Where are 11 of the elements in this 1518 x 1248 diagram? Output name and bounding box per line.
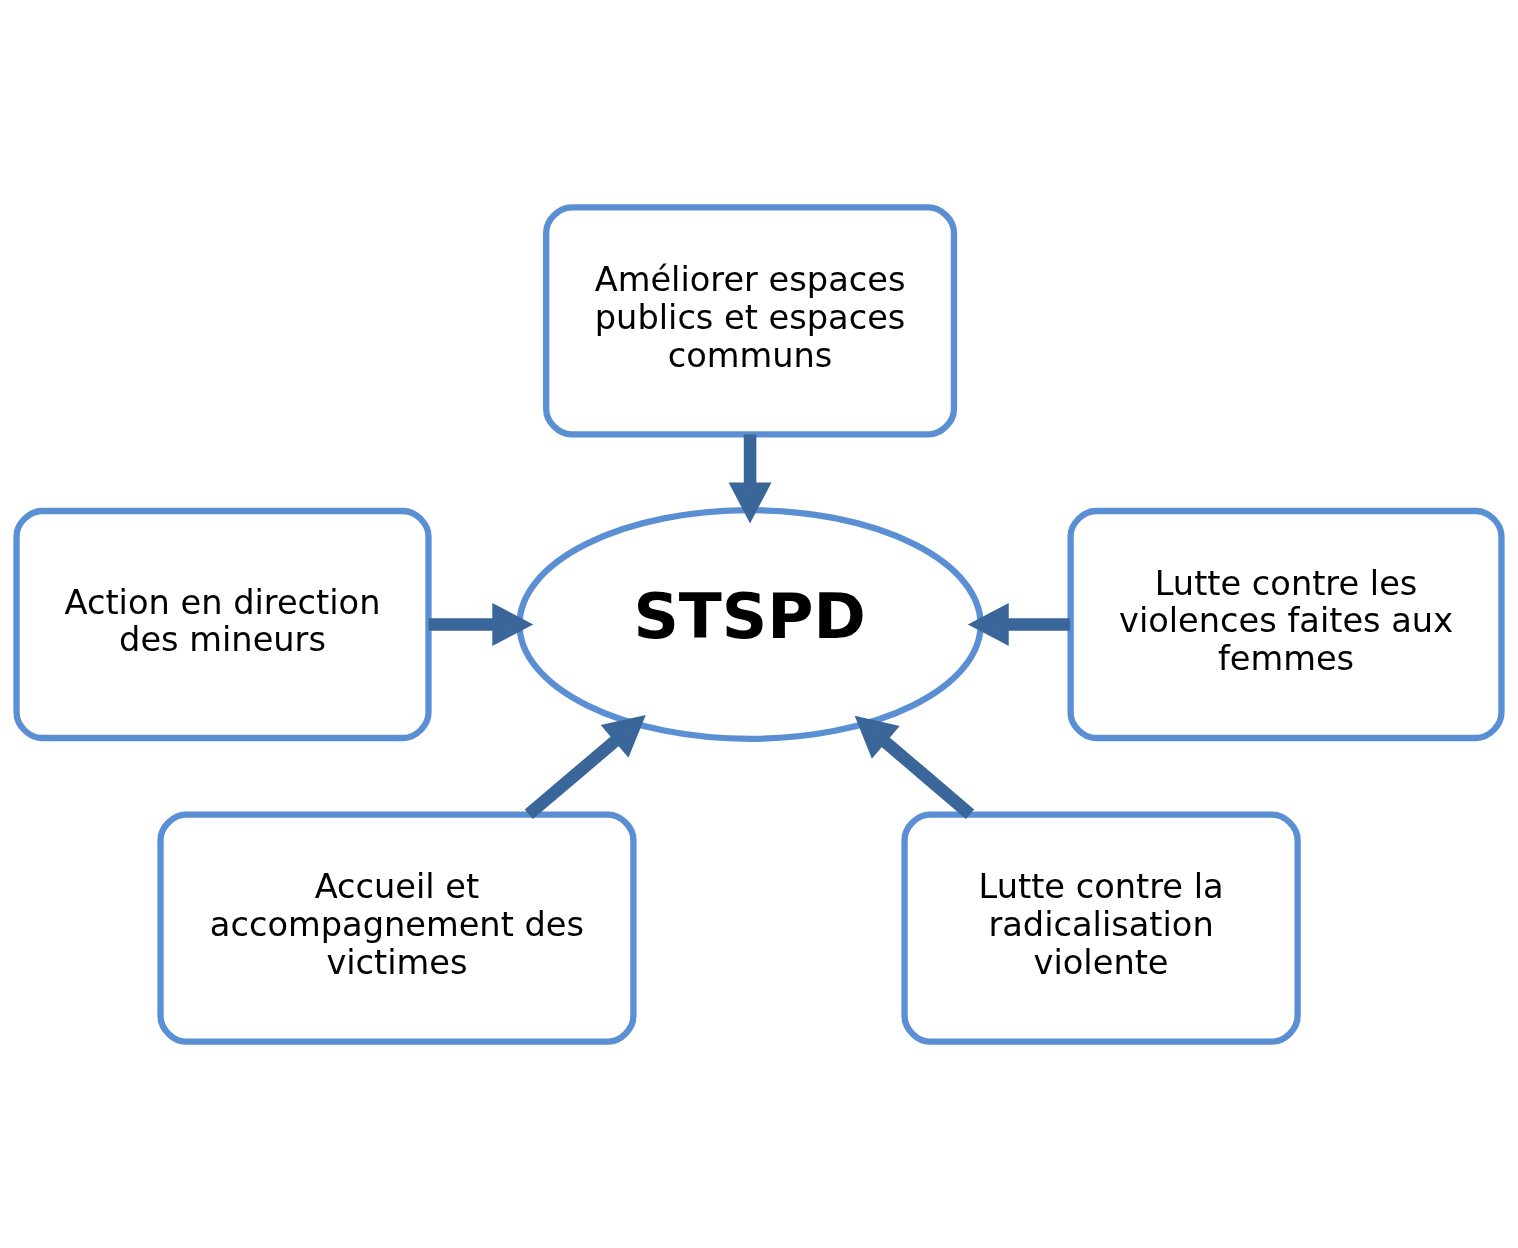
node-box: Accueil et accompagnement des victimes (157, 810, 637, 1045)
node-box: Améliorer espaces publics et espaces communs (543, 203, 958, 438)
node-box: Action en direction des mineurs (13, 507, 432, 741)
arrow (728, 434, 772, 523)
arrow (524, 714, 646, 819)
arrow (967, 602, 1071, 646)
node-box: Lutte contre la radicalisation violente (901, 810, 1301, 1045)
node-ellipse: STSPD (516, 506, 984, 742)
arrow (428, 602, 534, 646)
node-box: Lutte contre les violences faites aux femmes (1067, 507, 1505, 741)
arrow (854, 715, 975, 819)
